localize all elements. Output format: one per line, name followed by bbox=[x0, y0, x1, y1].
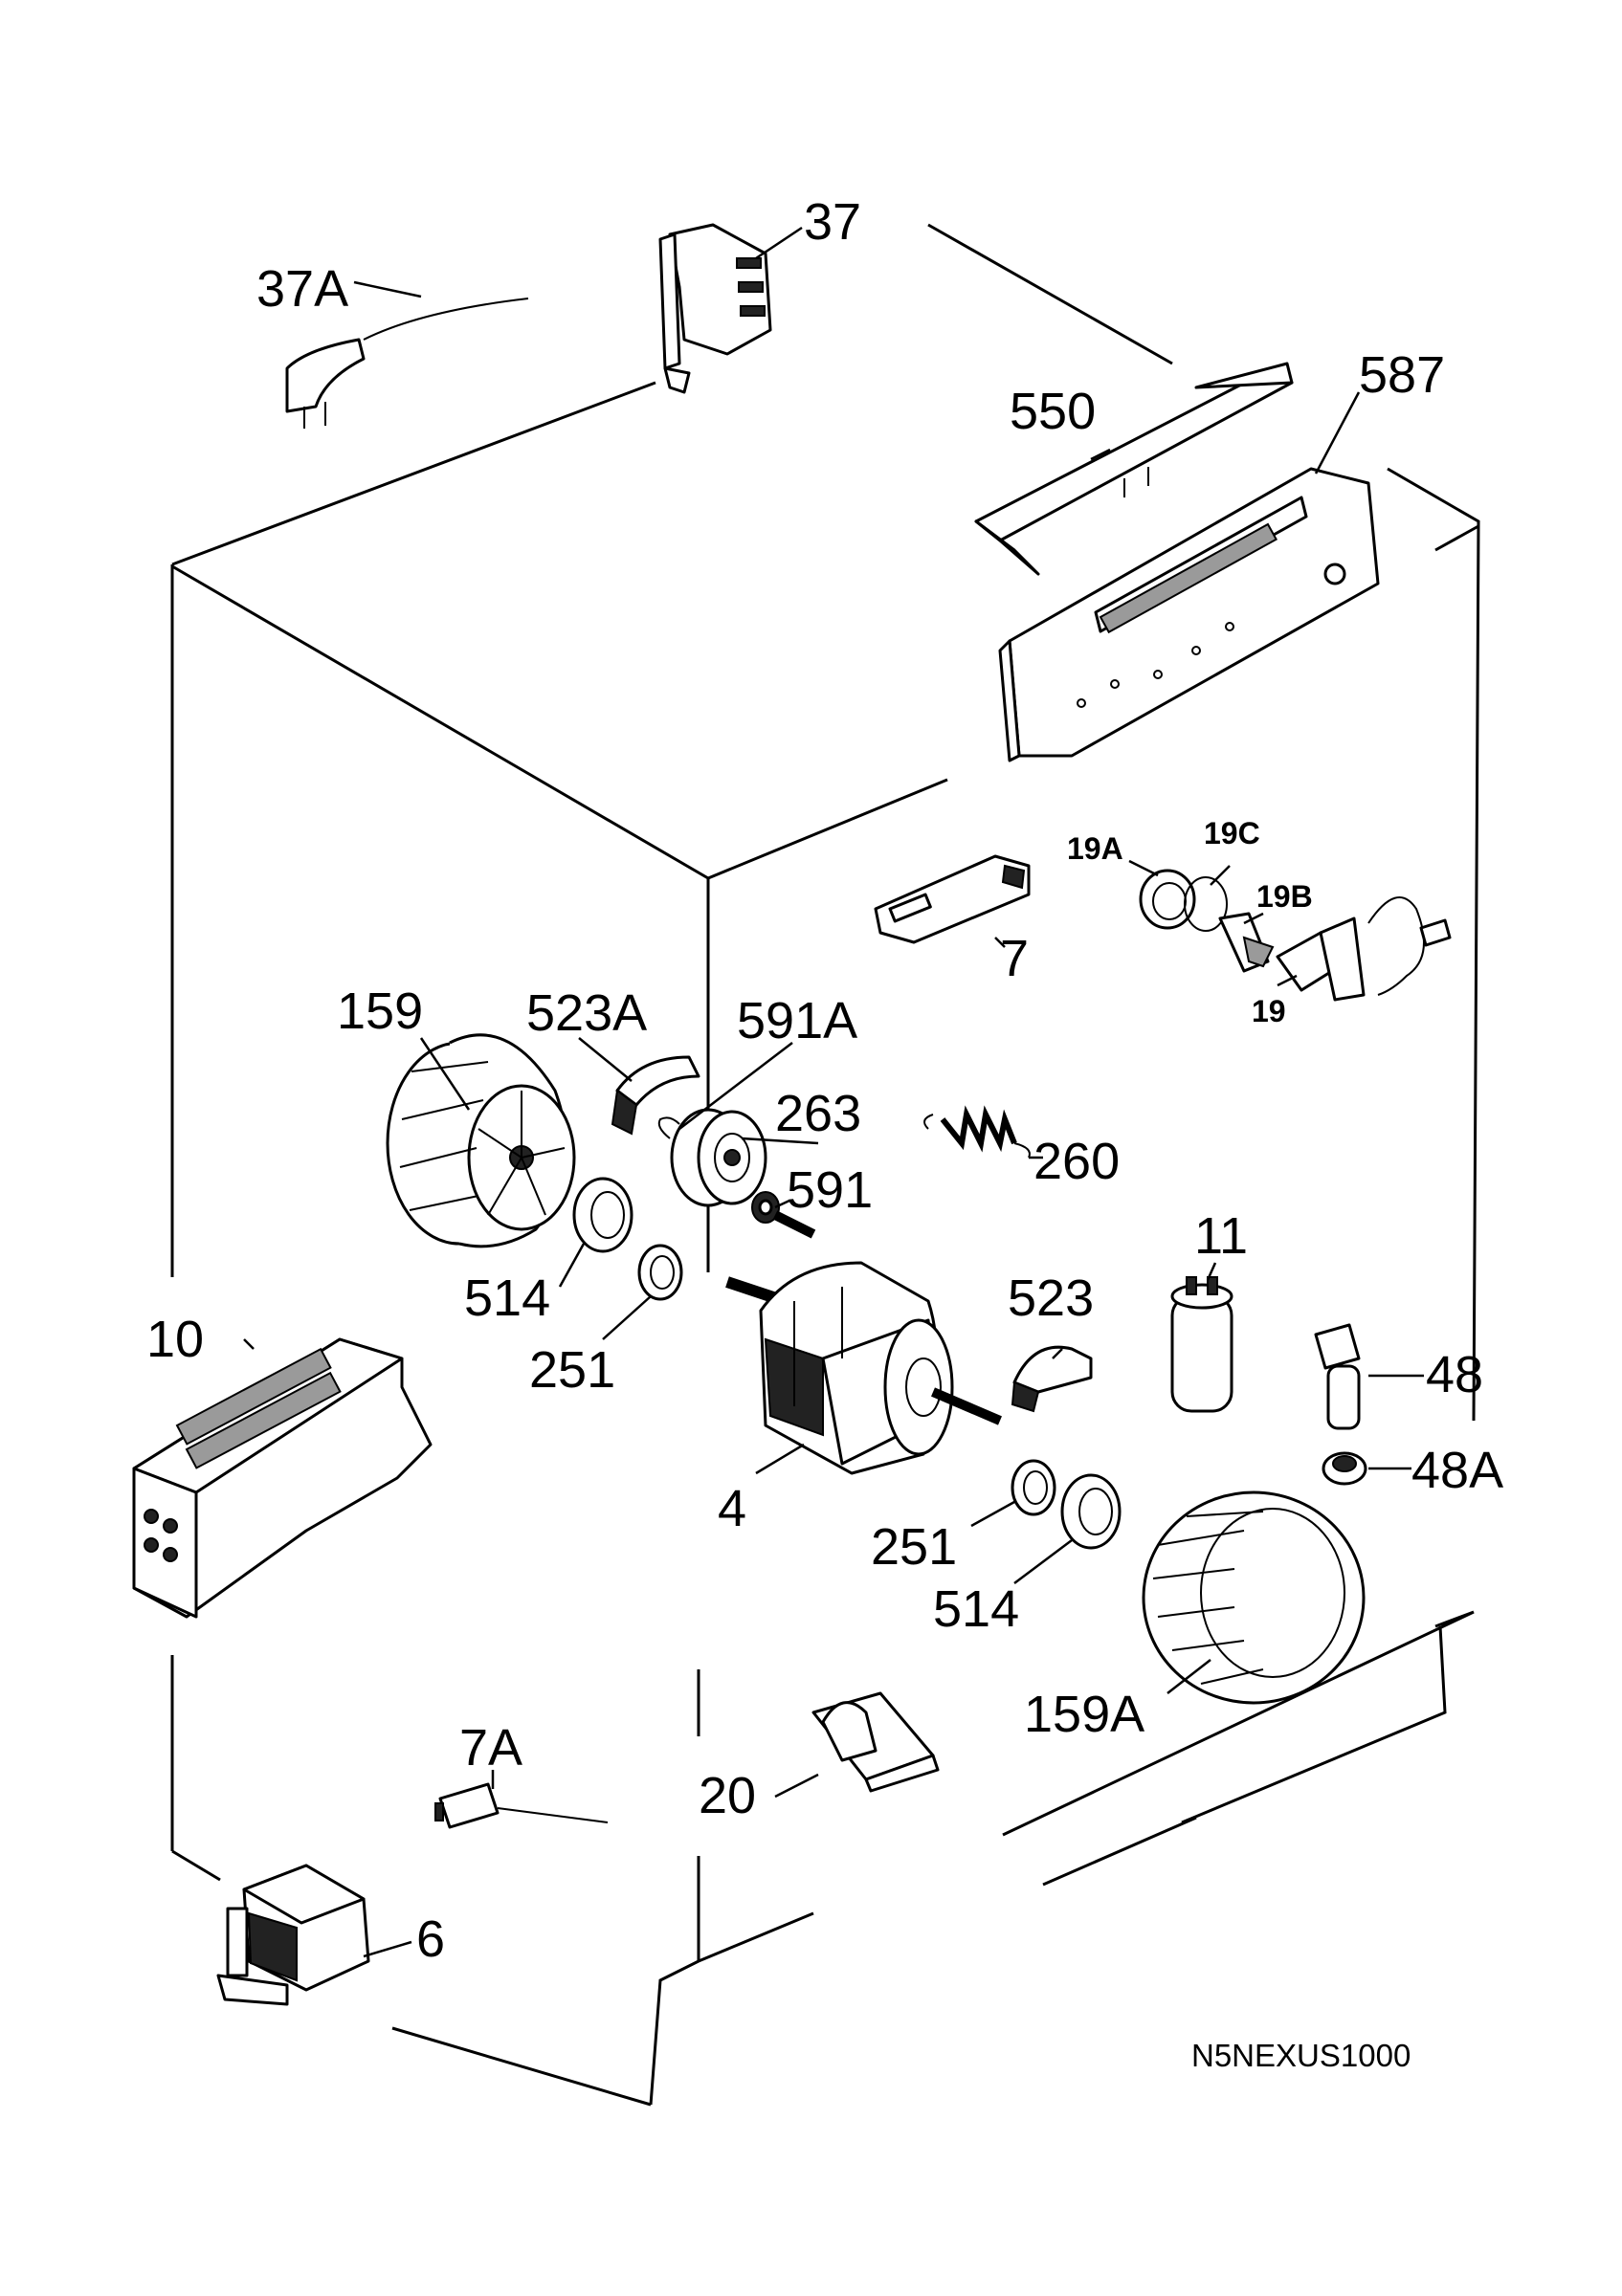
washer-part bbox=[751, 1191, 780, 1224]
capacitor-part bbox=[1170, 1276, 1233, 1413]
diagram-code: N5NEXUS1000 bbox=[1191, 2038, 1411, 2073]
switch-part bbox=[874, 854, 1031, 944]
callout-6: 6 bbox=[416, 1910, 445, 1968]
callout-514-right: 514 bbox=[933, 1580, 1019, 1638]
cover-strip-part bbox=[974, 362, 1294, 576]
fan-wheel-part bbox=[386, 1033, 576, 1248]
callout-37A: 37A bbox=[256, 260, 348, 318]
callout-19B: 19B bbox=[1256, 879, 1313, 914]
power-cord-part bbox=[285, 298, 529, 429]
callout-514-left: 514 bbox=[464, 1269, 550, 1327]
callout-159A: 159A bbox=[1024, 1686, 1144, 1743]
motor-part bbox=[725, 1210, 1002, 1475]
terminal-block-part bbox=[658, 223, 772, 394]
callout-labels: 37 37A 550 587 7 19A 19C 19B 19 159 523A… bbox=[146, 193, 1503, 1968]
callout-251-right: 251 bbox=[871, 1518, 957, 1576]
callout-587: 587 bbox=[1359, 346, 1445, 404]
callout-37: 37 bbox=[804, 193, 861, 251]
callout-20: 20 bbox=[699, 1767, 756, 1824]
callout-7A: 7A bbox=[459, 1719, 522, 1777]
ring-right-part bbox=[1011, 1459, 1056, 1516]
bracket-lower-part bbox=[1011, 1345, 1093, 1413]
callout-260: 260 bbox=[1033, 1133, 1120, 1190]
callout-251-left: 251 bbox=[529, 1341, 615, 1399]
callout-523A: 523A bbox=[526, 984, 647, 1042]
bracket-upper-part bbox=[611, 1055, 700, 1136]
control-board-part bbox=[998, 467, 1380, 762]
callout-591: 591 bbox=[787, 1161, 873, 1219]
bearing-left-part bbox=[572, 1177, 633, 1253]
callout-48: 48 bbox=[1426, 1346, 1483, 1403]
callout-48A: 48A bbox=[1411, 1442, 1503, 1499]
microswitch-part bbox=[434, 1782, 609, 1829]
pump-part bbox=[216, 1864, 370, 2006]
callout-550: 550 bbox=[1010, 383, 1096, 440]
spring-part bbox=[923, 1105, 1031, 1159]
callout-263: 263 bbox=[775, 1085, 861, 1142]
clip-upper-part bbox=[657, 1116, 680, 1139]
bearing-right-part bbox=[1060, 1473, 1122, 1550]
sensor-part bbox=[1314, 1323, 1361, 1430]
callout-523: 523 bbox=[1008, 1269, 1094, 1327]
callout-19C: 19C bbox=[1204, 816, 1260, 850]
blower-wheel-part bbox=[1142, 1490, 1366, 1705]
callout-159: 159 bbox=[337, 982, 423, 1040]
callout-19: 19 bbox=[1252, 994, 1286, 1028]
thermostat-part bbox=[811, 1691, 940, 1793]
lamp-assembly-part bbox=[1139, 869, 1452, 1002]
pulley-part bbox=[670, 1108, 767, 1207]
callout-591A: 591A bbox=[737, 992, 857, 1049]
heater-assembly-part bbox=[132, 1337, 433, 1619]
callout-4: 4 bbox=[718, 1480, 746, 1537]
ring-left-part bbox=[637, 1244, 683, 1301]
grommet-part bbox=[1322, 1451, 1367, 1486]
callout-19A: 19A bbox=[1067, 831, 1123, 866]
leader-lines bbox=[243, 226, 1424, 1958]
callout-10: 10 bbox=[146, 1311, 204, 1368]
callout-11: 11 bbox=[1194, 1207, 1248, 1265]
callout-7: 7 bbox=[1000, 930, 1029, 987]
cabinet-outline bbox=[170, 223, 1480, 2107]
